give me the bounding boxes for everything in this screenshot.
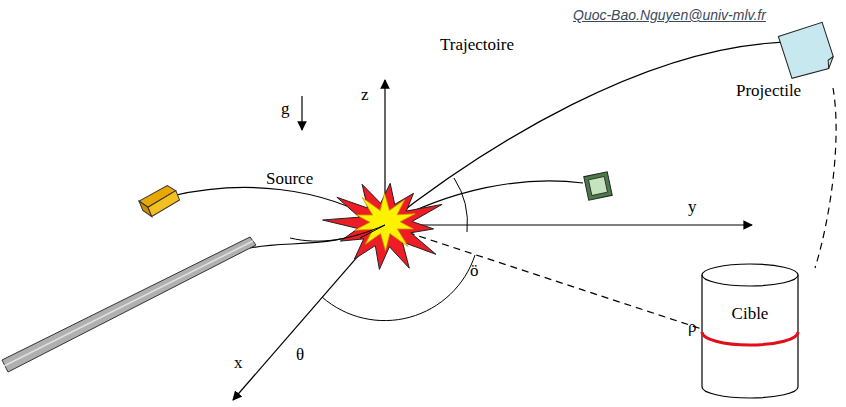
author-email: Quoc-Bao.Nguyen@univ-mlv.fr <box>573 8 766 22</box>
angle-arcs <box>322 178 475 321</box>
gravity-label: g <box>281 100 290 117</box>
axis-label: z <box>361 86 369 103</box>
projectile-box <box>778 22 836 80</box>
cylinder-body <box>702 275 798 398</box>
rod-fragment <box>2 237 256 372</box>
angle-label: ö <box>470 262 479 279</box>
cylinder-top <box>702 264 798 286</box>
fall-path <box>815 88 836 268</box>
projectile-label: Projectile <box>736 82 801 99</box>
target-cylinder: Cible <box>700 262 800 400</box>
angle-label: θ <box>296 346 304 363</box>
source-label: Source <box>266 170 313 187</box>
explosion-outer <box>323 183 443 269</box>
axis-label: y <box>688 198 697 215</box>
yellow-fragment <box>138 183 182 219</box>
trajectory-label: Trajectoire <box>440 36 514 53</box>
explosion-inner <box>355 193 415 251</box>
trajectory-curves <box>172 42 822 248</box>
cylinder-outline <box>700 262 800 400</box>
impact-mark <box>702 332 798 345</box>
trajectory-inner <box>360 225 385 238</box>
distance-label: ρ <box>688 318 696 335</box>
axes <box>233 80 752 400</box>
axis-label: x <box>234 354 243 371</box>
green-fragment <box>584 172 612 200</box>
node-text: Cible <box>732 304 769 324</box>
trajectory-inner <box>290 225 385 241</box>
